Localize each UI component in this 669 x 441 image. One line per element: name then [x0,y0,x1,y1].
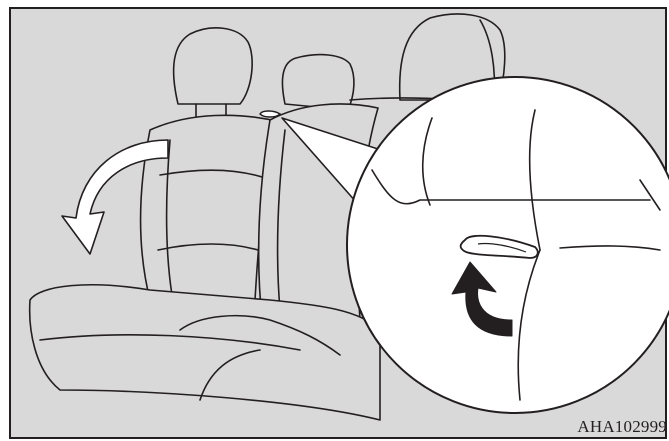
figure-code: AHA102999 [577,417,667,437]
release-lever-small [260,111,280,117]
left-headrest [174,28,253,104]
zoom-detail [347,77,669,413]
middle-headrest [283,55,354,110]
